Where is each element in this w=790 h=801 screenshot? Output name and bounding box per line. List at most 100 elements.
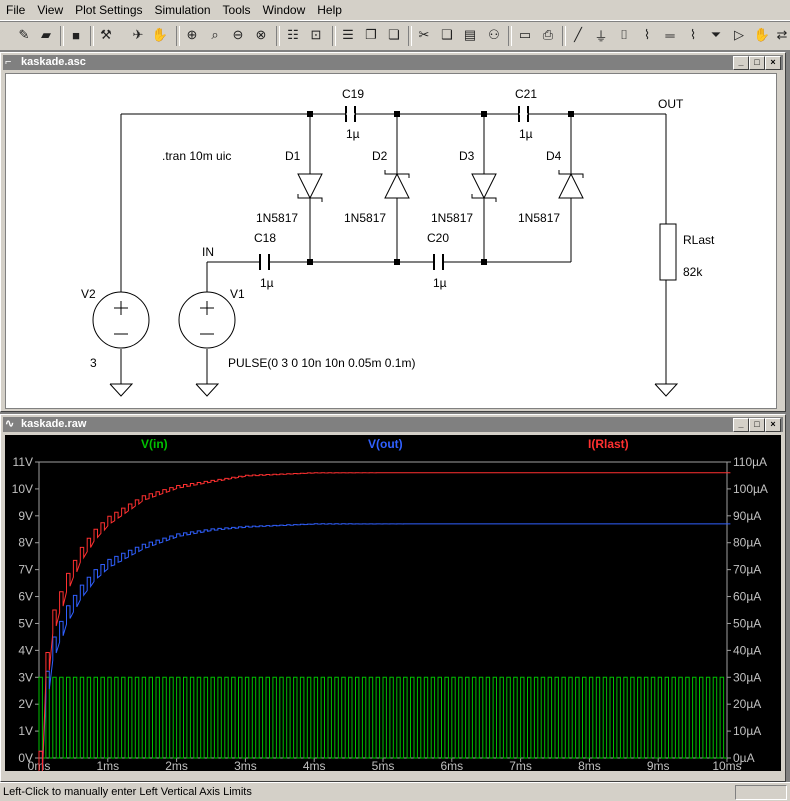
- trace-vout[interactable]: [38, 523, 731, 771]
- right-tick-label[interactable]: 20µA: [733, 697, 761, 711]
- capacitor-icon[interactable]: ═: [665, 27, 675, 43]
- left-tick-label[interactable]: 11V: [13, 455, 33, 469]
- print-setup-icon[interactable]: ▭: [518, 27, 532, 42]
- right-tick-label[interactable]: 50µA: [733, 616, 761, 630]
- left-tick-label[interactable]: 3V: [18, 670, 33, 684]
- trace-vin[interactable]: [38, 676, 727, 759]
- left-tick-label[interactable]: 4V: [18, 643, 33, 657]
- zoom-in-icon[interactable]: ⊕: [186, 27, 198, 42]
- label-in: IN: [202, 245, 214, 259]
- right-tick-label[interactable]: 60µA: [733, 590, 761, 604]
- right-tick-label[interactable]: 40µA: [733, 643, 761, 657]
- save-icon[interactable]: ■: [72, 27, 80, 43]
- menu-help[interactable]: Help: [317, 3, 342, 17]
- new-schematic-icon[interactable]: ✎: [18, 27, 30, 42]
- minimize-button[interactable]: _: [733, 56, 749, 70]
- toolbar: ✎ ▰ ■ ⚒ ✈ ✋ ⊕ ⌕ ⊖ ⊗ ☷ ⊡ ☰ ❐ ❏ ✂ ❑ ▤ ⚇ ▭ …: [0, 21, 790, 51]
- menu-file[interactable]: File: [6, 3, 26, 17]
- menu-plot-settings[interactable]: Plot Settings: [75, 3, 143, 17]
- inductor-icon[interactable]: ⌇: [689, 27, 697, 42]
- wire-icon[interactable]: ╱: [574, 27, 582, 42]
- move-icon[interactable]: ✋: [753, 27, 771, 42]
- label-D3: D3: [459, 149, 475, 163]
- x-tick-label[interactable]: 3ms: [234, 759, 257, 771]
- open-icon[interactable]: ▰: [41, 27, 51, 42]
- component-icon[interactable]: ▷: [734, 27, 744, 42]
- left-tick-label[interactable]: 1V: [18, 724, 33, 738]
- paste-icon[interactable]: ▤: [463, 27, 477, 42]
- resistor-icon[interactable]: ⌇: [643, 27, 651, 42]
- right-tick-label[interactable]: 0µA: [733, 751, 755, 765]
- wave-maximize-button[interactable]: □: [749, 418, 765, 432]
- trace-irlast[interactable]: [38, 472, 731, 771]
- menu-view[interactable]: View: [37, 3, 64, 17]
- right-tick-label[interactable]: 10µA: [733, 724, 761, 738]
- left-tick-label[interactable]: 10V: [12, 482, 33, 496]
- close-window-button[interactable]: ×: [765, 56, 781, 70]
- wave-close-button[interactable]: ×: [765, 418, 781, 432]
- trace-name-vin[interactable]: V(in): [141, 437, 168, 451]
- label-D4-model: 1N5817: [518, 211, 560, 225]
- fit-icon[interactable]: ⊡: [310, 27, 322, 42]
- right-tick-label[interactable]: 90µA: [733, 509, 761, 523]
- diode-icon[interactable]: ⏷: [710, 27, 722, 42]
- label-D4: D4: [546, 149, 562, 163]
- ground-icon[interactable]: ⏚: [594, 28, 608, 44]
- right-tick-label[interactable]: 30µA: [733, 670, 761, 684]
- wave-minimize-button[interactable]: _: [733, 418, 749, 432]
- x-tick-label[interactable]: 9ms: [647, 759, 670, 771]
- label-icon[interactable]: ⌷: [620, 27, 628, 42]
- label-V2-value: 3: [90, 356, 97, 370]
- drag-icon[interactable]: ⇄: [776, 27, 788, 42]
- tile-horizontal-icon[interactable]: ☰: [342, 27, 354, 42]
- print-icon[interactable]: ⎙: [542, 27, 554, 42]
- halt-icon[interactable]: ✋: [151, 27, 169, 42]
- x-tick-label[interactable]: 5ms: [372, 759, 395, 771]
- trace-name-irlast[interactable]: I(Rlast): [588, 437, 629, 451]
- menu-window[interactable]: Window: [262, 3, 306, 17]
- left-tick-label[interactable]: 0V: [18, 751, 33, 765]
- left-tick-label[interactable]: 5V: [18, 616, 33, 630]
- x-tick-label[interactable]: 4ms: [303, 759, 326, 771]
- copy-icon[interactable]: ❑: [441, 27, 453, 42]
- status-panel: [735, 785, 787, 800]
- x-tick-label[interactable]: 2ms: [165, 759, 188, 771]
- control-panel-icon[interactable]: ⚒: [100, 27, 112, 42]
- right-tick-label[interactable]: 80µA: [733, 536, 761, 550]
- right-tick-label[interactable]: 100µA: [733, 482, 768, 496]
- x-tick-label[interactable]: 1ms: [96, 759, 119, 771]
- waveform-doc-icon: ∿: [5, 418, 15, 430]
- right-tick-label[interactable]: 70µA: [733, 563, 761, 577]
- left-tick-label[interactable]: 8V: [18, 536, 33, 550]
- waveform-window: ∿ kaskade.raw _ □ × V(in)V(out)I(Rlast) …: [0, 414, 786, 782]
- zoom-out-icon[interactable]: ⊖: [232, 27, 244, 42]
- schematic-canvas[interactable]: C19 1µ C21 1µ OUT .tran 10m uic D1 D2 D3…: [5, 73, 777, 409]
- find-icon[interactable]: ⚇: [488, 27, 500, 42]
- close-icon[interactable]: ❏: [388, 27, 400, 42]
- x-tick-label[interactable]: 7ms: [509, 759, 532, 771]
- cascade-icon[interactable]: ❐: [365, 27, 377, 42]
- x-tick-label[interactable]: 10ms: [712, 759, 741, 771]
- trace-name-vout[interactable]: V(out): [368, 437, 403, 451]
- zoom-area-icon[interactable]: ⌕: [211, 27, 219, 42]
- menu-simulation[interactable]: Simulation: [154, 3, 211, 17]
- run-icon[interactable]: ✈: [132, 27, 144, 42]
- waveform-plot[interactable]: V(in) V(out) I(Rlast) 0V 1V 2V 3V 4V 5V 6V 7V 8V 9V…: [5, 435, 781, 771]
- cut-icon[interactable]: ✂: [418, 27, 430, 42]
- mdi-workspace: ⌐ kaskade.asc _ □ ×: [0, 50, 790, 782]
- left-tick-label[interactable]: 6V: [18, 590, 33, 604]
- x-tick-label[interactable]: 8ms: [578, 759, 601, 771]
- menu-tools[interactable]: Tools: [222, 3, 251, 17]
- left-tick-label[interactable]: 2V: [18, 697, 33, 711]
- maximize-button[interactable]: □: [749, 56, 765, 70]
- x-tick-label[interactable]: 6ms: [440, 759, 463, 771]
- plot-pane[interactable]: V(in) V(out) I(Rlast) 0V 1V 2V 3V 4V 5V 6V 7V 8V 9V…: [5, 435, 781, 771]
- right-tick-label[interactable]: 110µA: [733, 455, 767, 469]
- label-D3-model: 1N5817: [431, 211, 473, 225]
- autorange-icon[interactable]: ☷: [287, 27, 299, 42]
- zoom-cancel-icon[interactable]: ⊗: [255, 27, 267, 42]
- label-C21: C21: [515, 87, 537, 101]
- menu-bar: File View Plot Settings Simulation Tools Wind…: [0, 0, 790, 21]
- left-tick-label[interactable]: 9V: [18, 509, 33, 523]
- left-tick-label[interactable]: 7V: [18, 563, 33, 577]
